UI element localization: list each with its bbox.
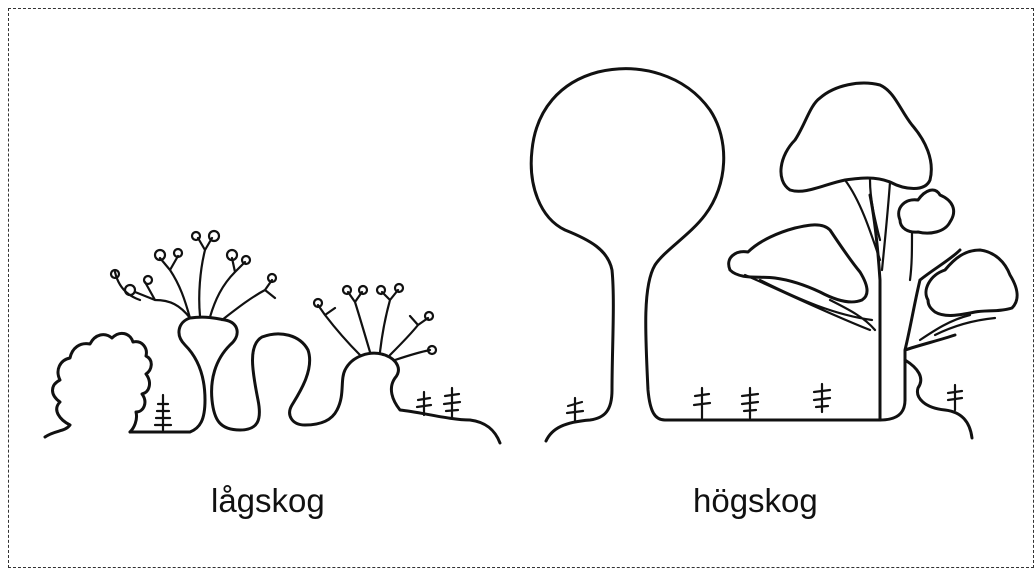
low-forest-bud [192,232,200,240]
forest-illustration [0,0,1036,548]
low-forest-bud [209,231,219,241]
low-forest-bush-outline [45,333,151,437]
high-forest-right-branches [920,315,995,340]
low-forest-bud [395,284,403,292]
low-forest-bud [242,256,250,264]
high-forest-seedling [948,385,962,410]
low-forest-bud [343,286,351,294]
low-forest-bud [359,286,367,294]
high-forest-drawing [531,69,1017,441]
low-forest-bud [425,312,433,320]
high-forest-small-branch [910,232,912,280]
low-forest-tree1-trunk [130,317,500,443]
low-forest-drawing [45,231,500,443]
low-forest-bud [144,276,152,284]
high-forest-round-tree [531,69,905,441]
low-forest-caption: lågskog [211,482,325,520]
high-forest-right-canopy [926,250,1017,315]
high-forest-left-canopy [729,225,867,302]
low-forest-tree1-branches [115,238,275,320]
low-forest-bud [377,286,385,294]
high-forest-small-canopy [899,190,954,233]
low-forest-seedling [444,388,460,418]
low-forest-tree2-branches [318,290,430,360]
high-forest-seedling [814,384,830,412]
high-forest-seedling [567,398,583,422]
high-forest-top-branches [845,180,890,270]
high-forest-seedling [694,388,710,418]
low-forest-bud [125,285,135,295]
high-forest-top-canopy [781,83,931,191]
low-forest-small-conifer [155,395,171,430]
high-forest-caption: högskog [693,482,818,520]
high-forest-seedling [742,388,758,418]
